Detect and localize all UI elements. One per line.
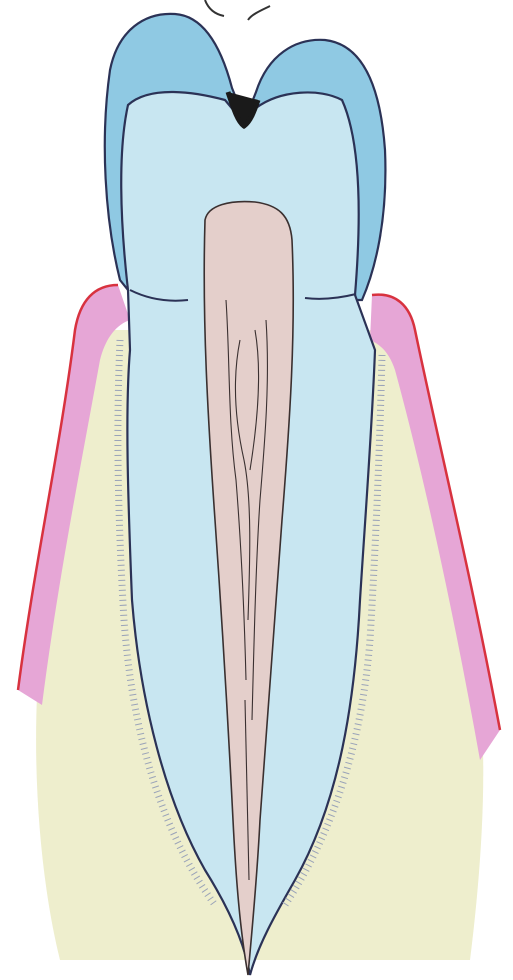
top-sketch-fragment [205, 0, 270, 20]
